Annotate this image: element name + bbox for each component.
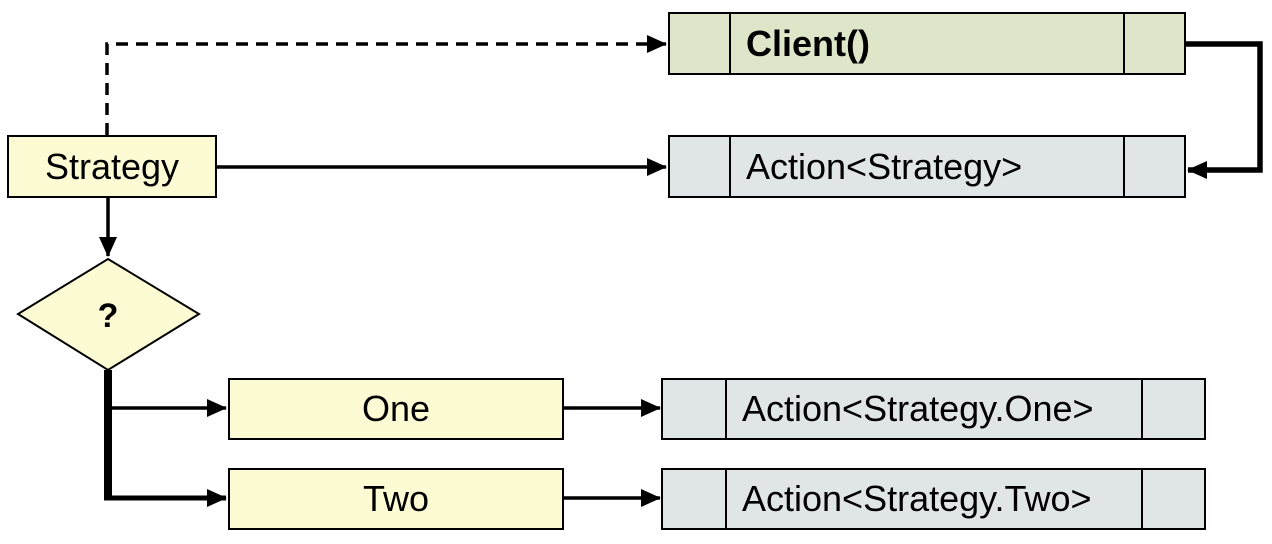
decision-node: ? [16, 257, 201, 372]
one-node: One [228, 378, 564, 440]
client-node: Client() [668, 12, 1186, 75]
strategy-label: Strategy [45, 146, 179, 187]
action-two-label: Action<Strategy.Two> [742, 478, 1092, 519]
action-strategy-label: Action<Strategy> [746, 146, 1022, 187]
strategy-node: Strategy [7, 135, 217, 198]
two-node: Two [228, 468, 564, 530]
two-label: Two [363, 478, 429, 519]
client-label: Client() [746, 23, 870, 64]
action-one-label: Action<Strategy.One> [742, 388, 1094, 429]
action-strategy-node: Action<Strategy> [668, 135, 1186, 198]
strategy-to-client-dashed-connector [105, 35, 667, 135]
decision-label: ? [98, 297, 119, 335]
one-label: One [362, 388, 430, 429]
action-two-node: Action<Strategy.Two> [661, 468, 1206, 530]
action-one-node: Action<Strategy.One> [661, 378, 1206, 440]
client-to-action-connector [1186, 41, 1263, 179]
